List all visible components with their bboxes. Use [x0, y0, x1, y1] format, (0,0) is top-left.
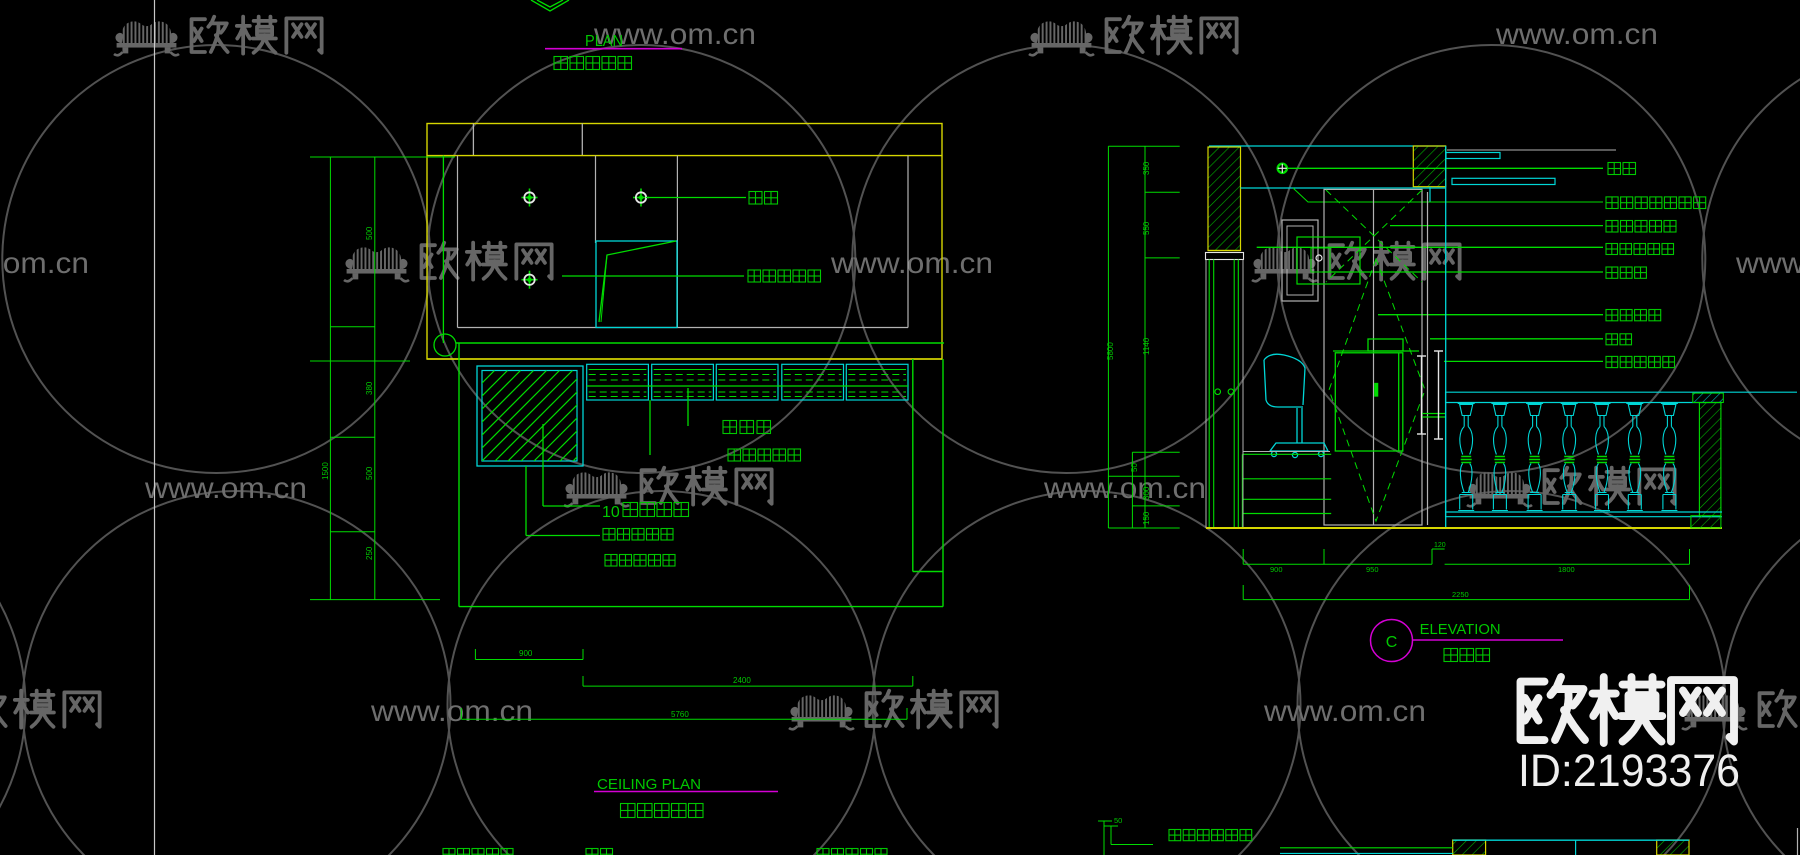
- svg-text:PLAN: PLAN: [585, 33, 623, 50]
- svg-text:120: 120: [1434, 542, 1446, 549]
- svg-text:1140: 1140: [1142, 337, 1151, 355]
- svg-text:500: 500: [365, 466, 374, 480]
- svg-text:www.om.cn: www.om.cn: [1495, 18, 1658, 51]
- svg-text:380: 380: [365, 381, 374, 395]
- svg-text:500: 500: [365, 226, 374, 240]
- svg-text:ID:2193376: ID:2193376: [1518, 745, 1740, 796]
- svg-text:C: C: [1386, 634, 1398, 651]
- svg-text:www.om.cn: www.om.cn: [593, 18, 756, 51]
- svg-text:ELEVATION: ELEVATION: [1420, 621, 1501, 638]
- svg-text:www.om.cn: www.om.cn: [370, 695, 533, 728]
- svg-text:www.om.cn: www.om.cn: [0, 247, 89, 280]
- svg-text:2250: 2250: [1452, 590, 1469, 599]
- svg-text:150: 150: [1142, 511, 1151, 525]
- svg-text:2400: 2400: [733, 676, 751, 685]
- svg-text:5800: 5800: [1106, 342, 1115, 360]
- svg-text:1500: 1500: [321, 462, 330, 480]
- svg-text:250: 250: [365, 546, 374, 560]
- svg-text:350: 350: [1142, 161, 1151, 175]
- svg-text:900: 900: [1270, 565, 1283, 574]
- svg-text:CEILING PLAN: CEILING PLAN: [597, 777, 701, 793]
- svg-text:www.om.cn: www.om.cn: [1043, 472, 1206, 505]
- svg-text:www.om.cn: www.om.cn: [1735, 247, 1800, 280]
- svg-text:50: 50: [1130, 463, 1139, 472]
- svg-text:950: 950: [1366, 565, 1379, 574]
- svg-text:550: 550: [1142, 221, 1151, 235]
- svg-text:900: 900: [519, 649, 533, 658]
- svg-text:www.om.cn: www.om.cn: [1263, 695, 1426, 728]
- svg-text:1800: 1800: [1558, 565, 1575, 574]
- svg-text:www.om.cn: www.om.cn: [830, 247, 993, 280]
- svg-text:300: 300: [1142, 486, 1151, 500]
- svg-text:5760: 5760: [671, 710, 689, 719]
- svg-text:www.om.cn: www.om.cn: [144, 472, 307, 505]
- svg-text:50: 50: [1114, 816, 1122, 825]
- svg-text:10: 10: [602, 504, 620, 521]
